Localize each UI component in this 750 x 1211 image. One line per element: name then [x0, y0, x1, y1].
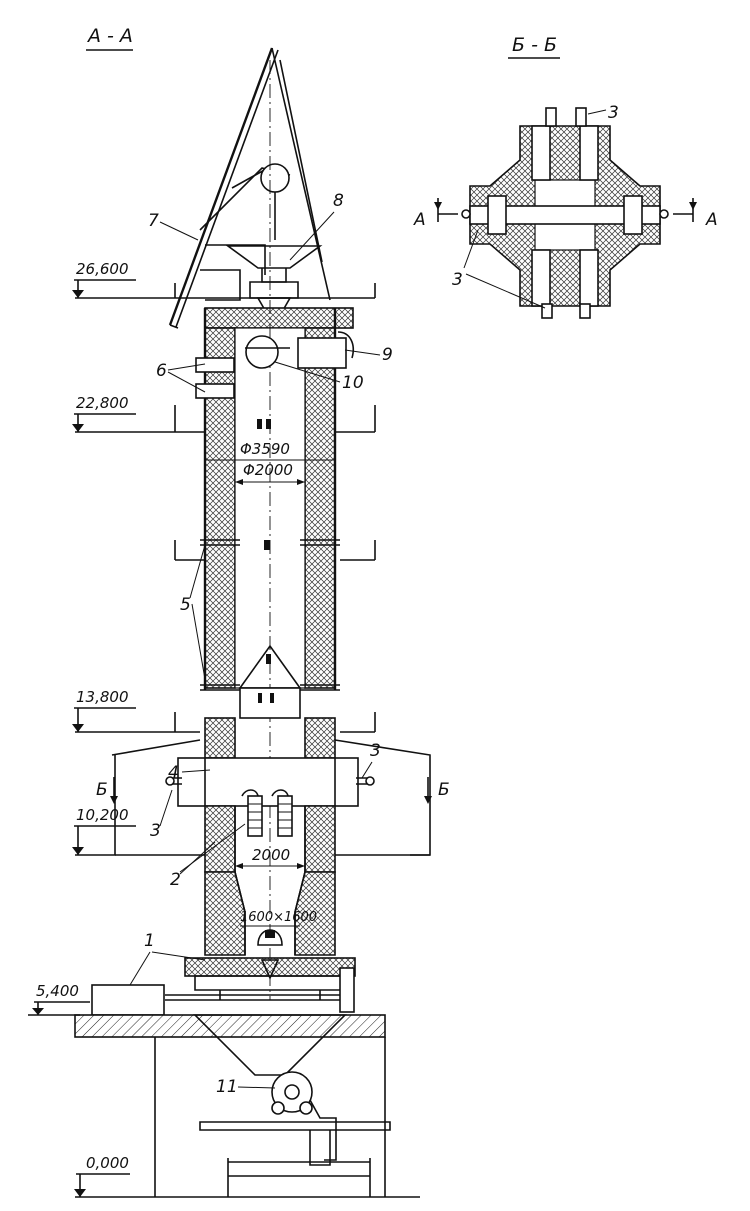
lower-shaft [165, 717, 375, 837]
dimension-text: Φ3590 [240, 440, 290, 458]
callout-1: 1 [129, 931, 206, 986]
callout-number: 8 [333, 191, 344, 211]
callout-number: 6 [156, 361, 167, 381]
cut-label: Б [438, 780, 450, 800]
callout-number: 2 [170, 870, 181, 890]
callout-number: 5 [180, 595, 191, 615]
callout-number: 10 [342, 373, 364, 393]
elevation-label: 22,800 [76, 394, 129, 412]
upper-ports [195, 357, 235, 399]
callouts: 1 2 3 3 4 5 6 [129, 191, 393, 1097]
bottom-section-dim: 1600×1600 [240, 910, 317, 927]
callout-2: 2 [170, 823, 246, 890]
discharge-grate [91, 957, 356, 1016]
drive-motor [91, 984, 165, 1016]
section-aa-label: A - A [86, 25, 133, 47]
callout-number: 11 [216, 1077, 238, 1097]
callout-7: 7 [148, 211, 199, 241]
callout-number: 9 [382, 345, 393, 365]
discharge-hopper [193, 1014, 391, 1197]
elevation-5400: 5,400 [28, 982, 90, 1016]
elevation-label: 5,400 [36, 982, 79, 1000]
dimension-text: Φ2000 [243, 461, 293, 479]
furnace-shaft [200, 60, 354, 1000]
charging-funnel [225, 245, 323, 313]
elevation-22800: 22,800 [72, 394, 136, 432]
callout-4: 4 [168, 763, 211, 783]
callout-number: 7 [148, 211, 159, 231]
dimension-text: 2000 [252, 846, 290, 864]
callout-5: 5 [180, 544, 207, 686]
section-bb-view: A A 3 [413, 103, 718, 319]
elevation-label: 0,000 [86, 1154, 129, 1172]
callout-3-left: 3 [150, 789, 173, 841]
inner-cone [238, 644, 302, 719]
inner-diameter-dim: Φ2000 [235, 461, 305, 485]
elevation-label: 10,200 [76, 806, 129, 824]
dimension-text: 1600×1600 [240, 910, 317, 925]
lower-width-dim: 2000 [235, 846, 305, 869]
callout-3-right: 3 [361, 741, 381, 779]
cut-label: A [705, 210, 718, 230]
ring-icon [245, 335, 279, 369]
skip-hoist [168, 47, 331, 329]
callout-9: 9 [344, 345, 393, 365]
elevation-13800: 13,800 [72, 688, 136, 732]
dimensions: Φ3590 Φ2000 2000 1600×1600 [205, 440, 335, 927]
outer-diameter-dim: Φ3590 [205, 440, 335, 461]
elevation-0000: 0,000 [74, 1154, 130, 1197]
cut-a-left: A [413, 198, 458, 230]
callout-3-bb-left: 3 [452, 229, 546, 309]
callout-number: 3 [452, 270, 463, 290]
callout-10: 10 [274, 361, 364, 393]
shaft-markers [257, 419, 271, 550]
platforms [75, 283, 431, 856]
cut-b-left: Б [96, 777, 118, 804]
section-cut-marks: Б Б [96, 777, 450, 804]
cooling-zone [204, 805, 336, 956]
elevation-26600: 26,600 [72, 260, 136, 298]
gas-offtake [245, 331, 354, 369]
elevation-label: 13,800 [76, 688, 129, 706]
callout-8: 8 [289, 191, 344, 261]
section-bb-label: Б - Б [512, 34, 557, 56]
section-bb-title: Б - Б [508, 34, 560, 59]
pulley-icon [260, 163, 290, 193]
callout-number: 4 [168, 763, 179, 783]
callout-6: 6 [156, 361, 206, 393]
callout-number: 3 [608, 103, 619, 123]
callout-number: 3 [370, 741, 381, 761]
crossbar [177, 757, 359, 807]
callout-number: 1 [144, 931, 155, 951]
callout-11: 11 [216, 1077, 276, 1097]
cut-b-right: Б [424, 777, 450, 804]
elevation-label: 26,600 [76, 260, 129, 278]
callout-number: 3 [150, 821, 161, 841]
elevation-markers: 26,600 22,800 13,800 10,200 5,400 [28, 260, 136, 1197]
cut-label: Б [96, 780, 108, 800]
callout-3-bb-top: 3 [587, 103, 619, 123]
cut-label: A [413, 210, 426, 230]
section-aa-title: A - A [86, 25, 133, 51]
cut-a-right: A [673, 198, 718, 230]
elevation-10200: 10,200 [72, 806, 136, 855]
